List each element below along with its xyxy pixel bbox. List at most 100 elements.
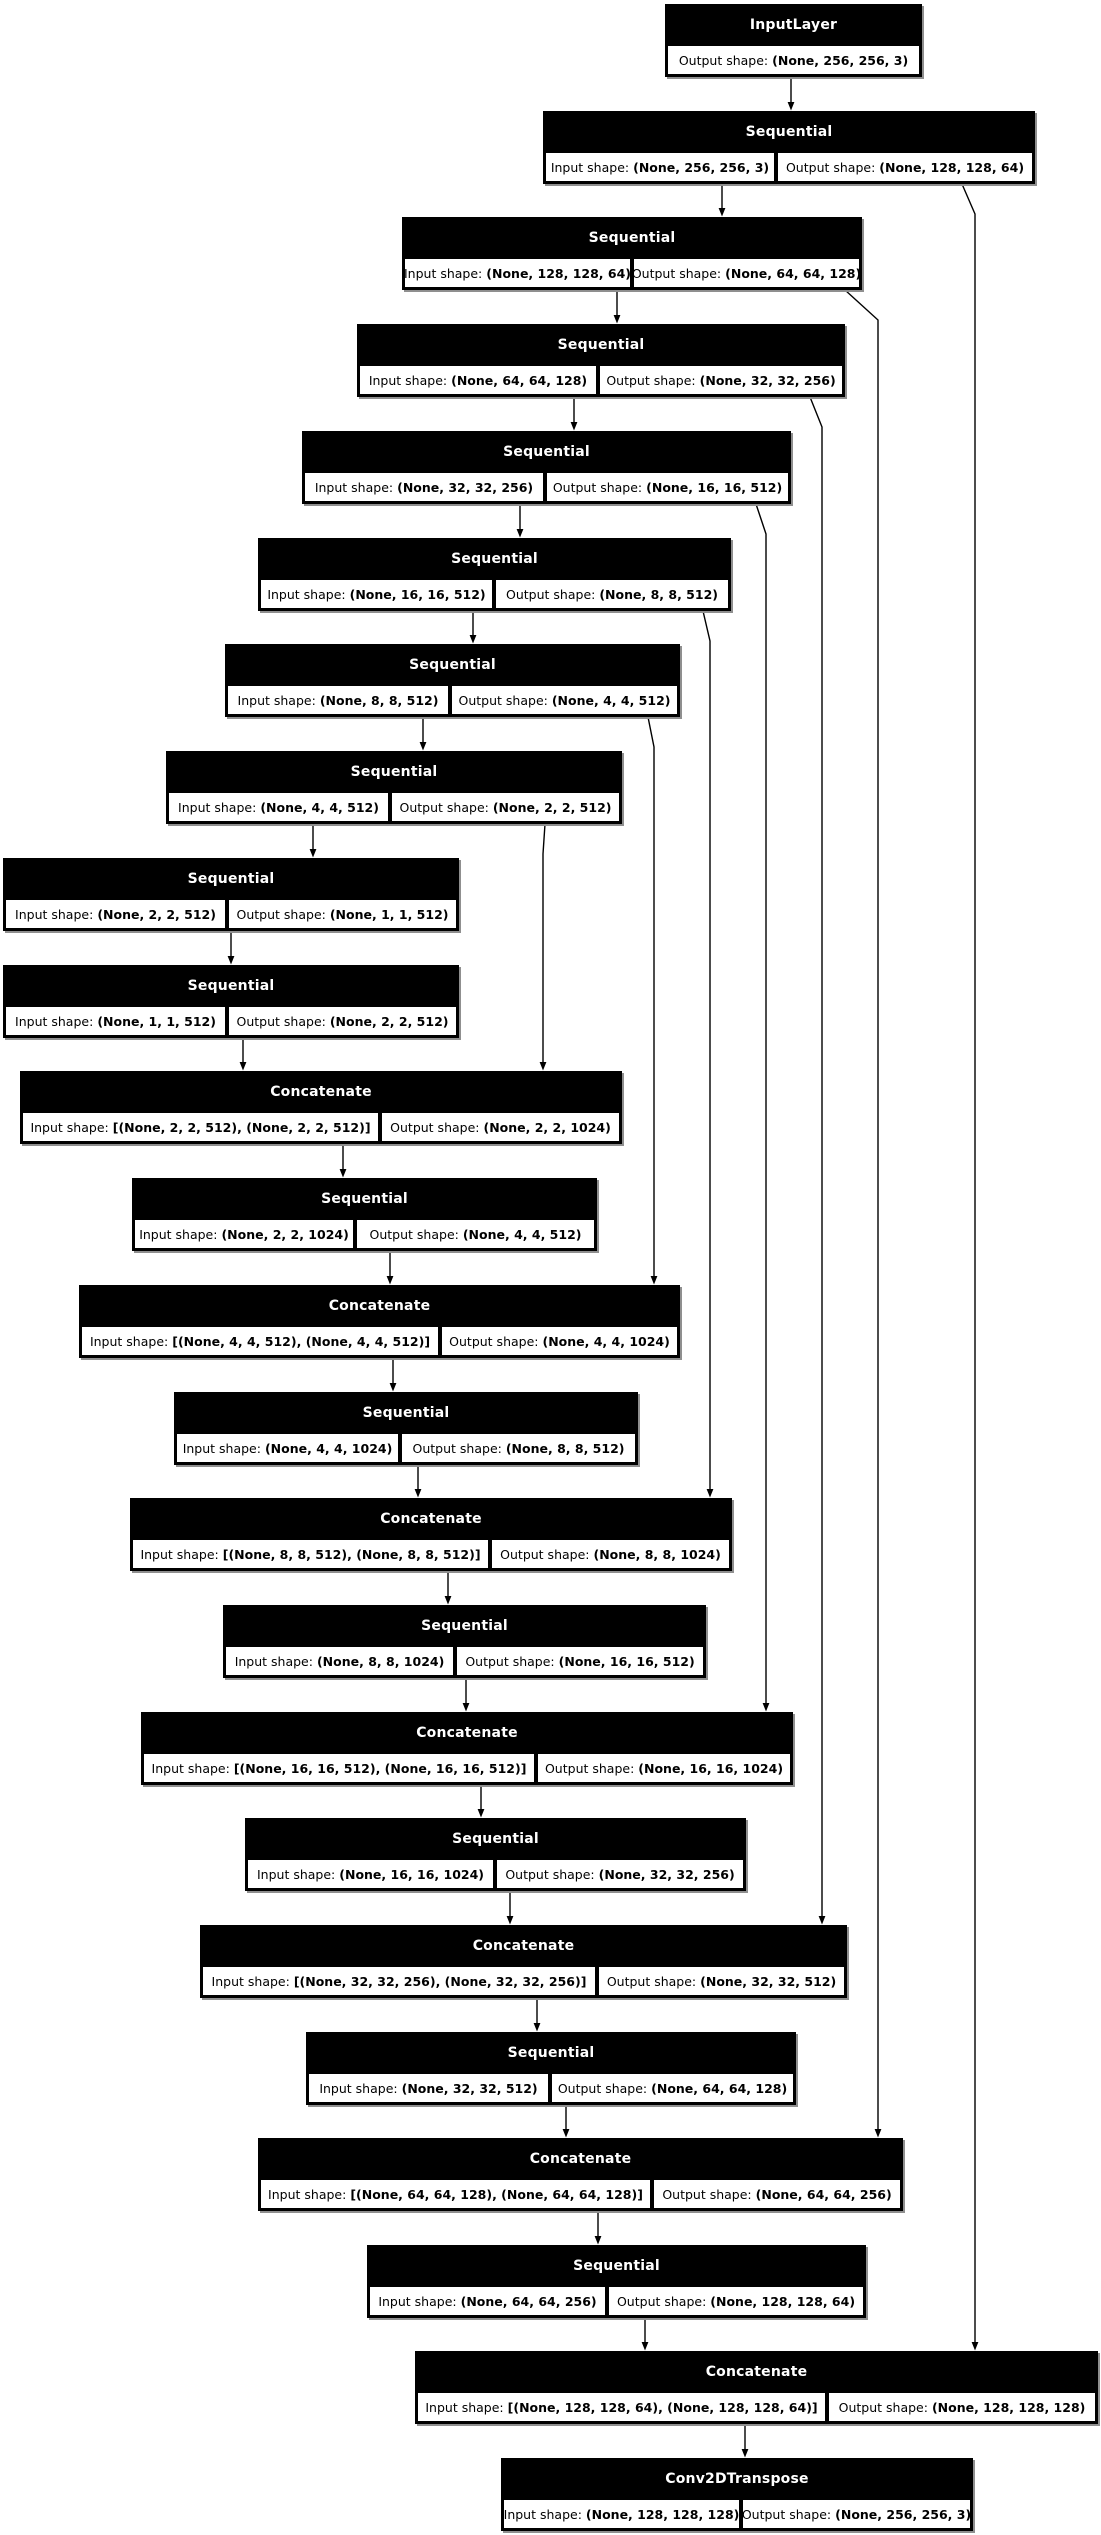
input-shape-label: Input shape:	[314, 479, 394, 495]
layer-node-title: Sequential	[557, 336, 645, 353]
output-shape-cell: Output shape:(None, 64, 64, 128)	[551, 2073, 794, 2103]
input-shape-cell: Input shape:[(None, 16, 16, 512), (None,…	[143, 1753, 535, 1783]
arrowhead-icon	[227, 956, 235, 965]
input-shape-label: Input shape:	[319, 2080, 398, 2096]
arrowhead-icon	[971, 2342, 979, 2351]
output-shape-label: Output shape:	[662, 2186, 752, 2202]
output-shape-value: (None, 32, 32, 256)	[699, 372, 836, 388]
input-shape-cell: Input shape:(None, 8, 8, 512)	[227, 685, 449, 715]
output-shape-value: (None, 4, 4, 512)	[551, 692, 671, 708]
shape-cells: Input shape:(None, 8, 8, 512) Output shap…	[227, 685, 678, 715]
output-shape-cell: Output shape:(None, 8, 8, 512)	[495, 579, 729, 609]
input-shape-value: [(None, 2, 2, 512), (None, 2, 2, 512)]	[112, 1119, 371, 1135]
output-shape-label: Output shape:	[236, 1013, 326, 1029]
layer-node-title: Concatenate	[416, 1724, 518, 1741]
output-shape-value: (None, 8, 8, 512)	[599, 586, 718, 602]
arrowhead-icon	[594, 2236, 602, 2245]
shape-cells: Input shape:(None, 2, 2, 512)Output shap…	[5, 899, 457, 929]
input-shape-cell: Input shape:(None, 4, 4, 512)	[168, 792, 389, 822]
output-shape-cell: Output shape:(None, 64, 64, 256)	[653, 2179, 901, 2209]
input-shape-value: (None, 64, 64, 256)	[460, 2293, 597, 2309]
output-shape-label: Output shape:	[678, 52, 769, 68]
input-shape-cell: Input shape:(None, 32, 32, 256)	[304, 472, 544, 502]
arrowhead-icon	[787, 102, 795, 111]
input-shape-label: Input shape:	[15, 1013, 94, 1029]
layer-node-title: Sequential	[321, 1190, 408, 1207]
output-shape-value: (None, 128, 128, 128)	[931, 2399, 1086, 2415]
output-shape-cell: Output shape:(None, 8, 8, 512)	[401, 1433, 636, 1463]
input-shape-cell: Input shape:(None, 4, 4, 1024)	[176, 1433, 399, 1463]
output-shape-cell: Output shape:(None, 2, 2, 512)	[228, 1006, 457, 1036]
layer-node-title: Sequential	[503, 443, 590, 460]
output-shape-value: (None, 1, 1, 512)	[329, 906, 449, 922]
input-shape-value: (None, 1, 1, 512)	[97, 1013, 216, 1029]
output-shape-cell: Output shape:(None, 16, 16, 512)	[456, 1646, 704, 1676]
output-shape-value: (None, 8, 8, 1024)	[593, 1546, 721, 1562]
input-shape-cell: Input shape:[(None, 64, 64, 128), (None,…	[260, 2179, 651, 2209]
input-shape-value: (None, 2, 2, 1024)	[221, 1226, 349, 1242]
input-shape-label: Input shape:	[211, 1973, 290, 1989]
input-shape-label: Input shape:	[151, 1760, 230, 1776]
arrowhead-icon	[818, 1916, 826, 1925]
output-shape-cell: Output shape:(None, 2, 2, 1024)	[381, 1112, 620, 1142]
edge-n6-to-n7	[469, 611, 477, 644]
input-shape-cell: Input shape:(None, 128, 128, 64)	[404, 258, 631, 288]
input-shape-value: [(None, 64, 64, 128), (None, 64, 64, 128…	[350, 2186, 643, 2202]
output-shape-cell: Output shape:(None, 64, 64, 128)	[633, 258, 860, 288]
output-shape-cell: Output shape:(None, 16, 16, 1024)	[537, 1753, 791, 1783]
input-shape-label: Input shape:	[140, 1546, 219, 1562]
arrowhead-icon	[650, 1276, 658, 1285]
arrowhead-icon	[414, 1489, 422, 1498]
input-shape-value: (None, 2, 2, 512)	[97, 906, 216, 922]
arrowhead-icon	[641, 2342, 649, 2351]
input-shape-label: Input shape:	[378, 2293, 457, 2309]
output-shape-cell: Output shape:(None, 32, 32, 256)	[599, 365, 843, 395]
shape-cells: Input shape:(None, 128, 128, 64)Output s…	[404, 258, 860, 288]
input-shape-value: (None, 16, 16, 512)	[349, 586, 486, 602]
input-shape-label: Input shape:	[550, 159, 630, 175]
input-shape-cell: Input shape:(None, 64, 64, 256)	[369, 2286, 606, 2316]
output-shape-label: Output shape:	[606, 372, 696, 388]
input-shape-cell: Input shape:(None, 128, 128, 128)	[503, 2499, 740, 2529]
arrowhead-icon	[239, 1062, 247, 1071]
arrowhead-icon	[562, 2129, 570, 2138]
output-shape-label: Output shape:	[458, 692, 548, 708]
output-shape-label: Output shape:	[369, 1226, 459, 1242]
edge-n18-to-n19	[506, 1891, 514, 1925]
layer-node-title: Sequential	[409, 656, 496, 673]
edge-n3-to-n4	[613, 290, 621, 324]
output-shape-label: Output shape:	[505, 1866, 595, 1882]
input-shape-cell: Input shape:(None, 8, 8, 1024)	[225, 1646, 454, 1676]
shape-cells: Input shape:(None, 256, 256, 3)Output sh…	[545, 152, 1033, 182]
shape-cells: Input shape:(None, 64, 64, 128)Output sh…	[359, 365, 843, 395]
arrowhead-icon	[516, 529, 524, 538]
input-shape-cell: Input shape:(None, 32, 32, 512)	[308, 2073, 549, 2103]
edge-n19-to-n20	[533, 1998, 541, 2032]
layer-node-title: Sequential	[507, 2044, 595, 2061]
edge-n12-to-n13	[386, 1251, 394, 1285]
edge-n13-to-n14	[389, 1358, 397, 1392]
output-shape-cell: Output shape:(None, 32, 32, 256)	[496, 1859, 744, 1889]
edge-n14-to-n15	[414, 1465, 422, 1498]
output-shape-value: (None, 128, 128, 64)	[710, 2293, 856, 2309]
shape-cells: Input shape:[(None, 64, 64, 128), (None,…	[260, 2179, 901, 2209]
output-shape-cell: Output shape:(None, 4, 4, 512)	[356, 1219, 595, 1249]
input-shape-label: Input shape:	[368, 372, 448, 388]
input-shape-value: (None, 16, 16, 1024)	[339, 1866, 484, 1882]
arrowhead-icon	[444, 1596, 452, 1605]
input-shape-value: [(None, 8, 8, 512), (None, 8, 8, 512)]	[222, 1546, 481, 1562]
output-shape-label: Output shape:	[606, 1973, 697, 1989]
edge-n17-to-n18	[477, 1785, 485, 1818]
shape-cells: Input shape:[(None, 8, 8, 512), (None, 8…	[132, 1539, 730, 1569]
skip-connection-n8-to-n11	[539, 823, 547, 1071]
